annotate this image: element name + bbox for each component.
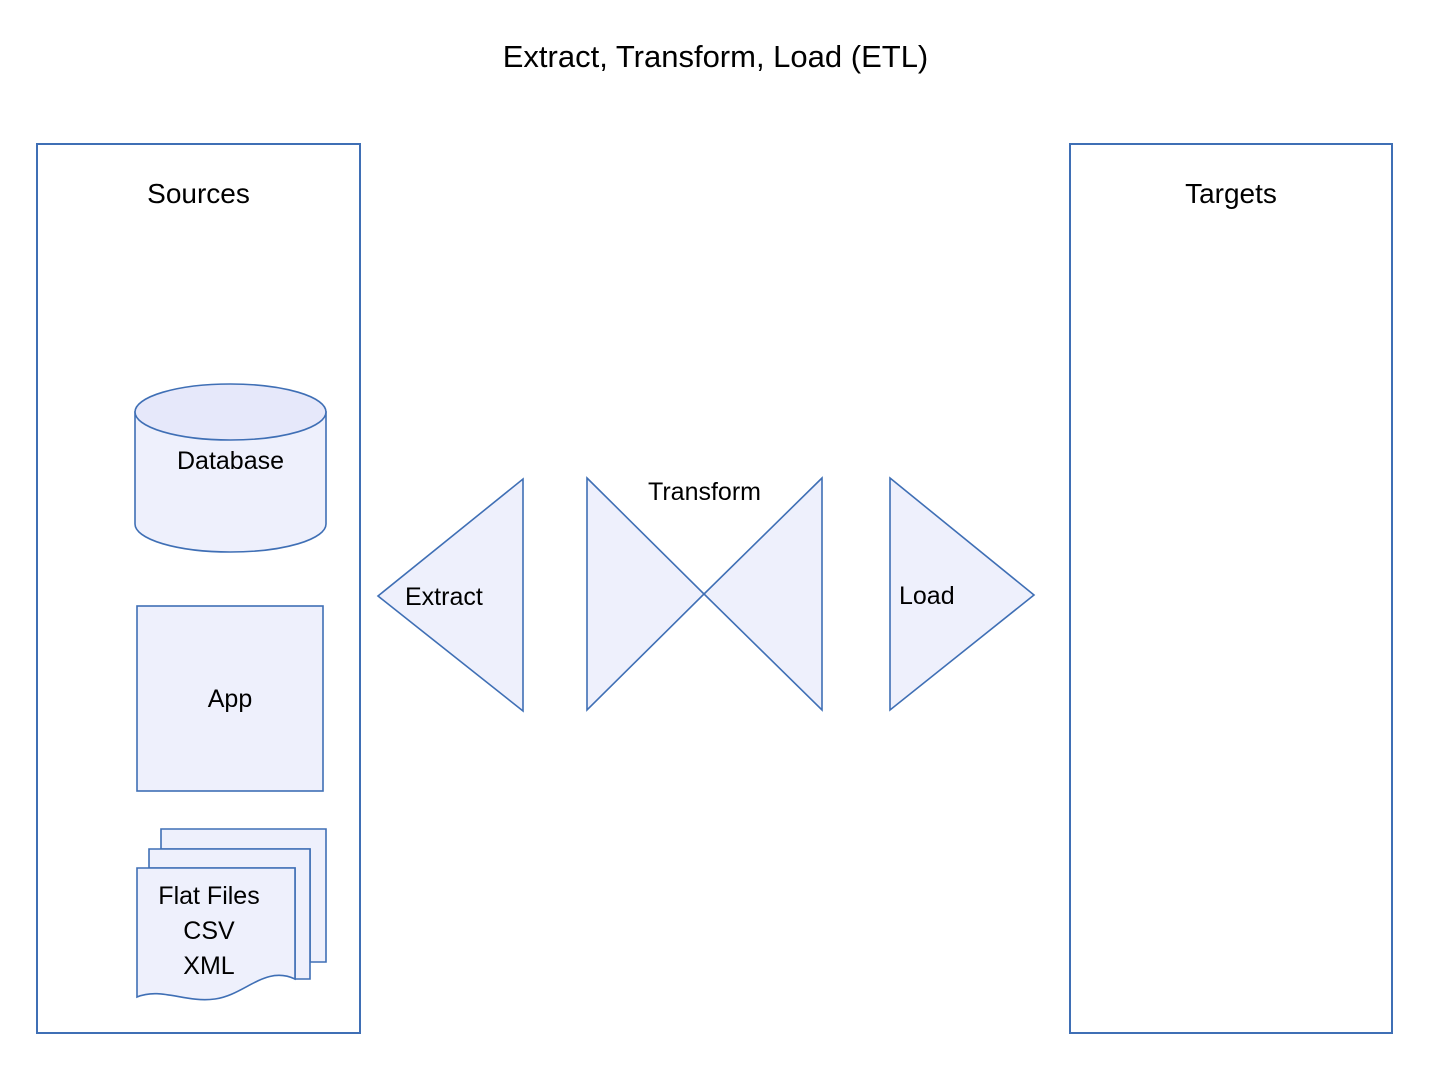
stacked-documents-icon (136, 828, 327, 1001)
sources-panel-title: Sources (147, 178, 250, 209)
targets-ellipsis-line-1: .... (1071, 1065, 1391, 1076)
triangle-right-icon (889, 476, 1036, 712)
source-flat-files-shape[interactable]: Flat Files CSV XML (135, 827, 328, 1009)
cylinder-icon (134, 383, 327, 553)
source-database-shape[interactable]: Database (133, 382, 328, 554)
load-step-shape[interactable]: Load (889, 476, 1036, 712)
targets-panel-title: Targets (1185, 178, 1277, 209)
source-app-shape[interactable]: App (136, 605, 324, 792)
sources-ellipsis-line-1: .... (38, 1065, 359, 1076)
page-title: Extract, Transform, Load (ETL) (502, 39, 929, 74)
sources-panel: Sources Database App (36, 143, 361, 1076)
targets-panel: Targets Data Warehouse Datamart Database (1069, 143, 1393, 1076)
targets-ellipsis: .... ... (1071, 1065, 1391, 1076)
sources-ellipsis: .... ... (38, 1065, 359, 1076)
rectangle-icon (136, 605, 324, 792)
bowtie-icon (586, 476, 823, 712)
transform-step-shape[interactable]: Transform (586, 476, 823, 712)
extract-step-shape[interactable]: Extract (376, 477, 525, 713)
triangle-left-icon (376, 477, 524, 713)
